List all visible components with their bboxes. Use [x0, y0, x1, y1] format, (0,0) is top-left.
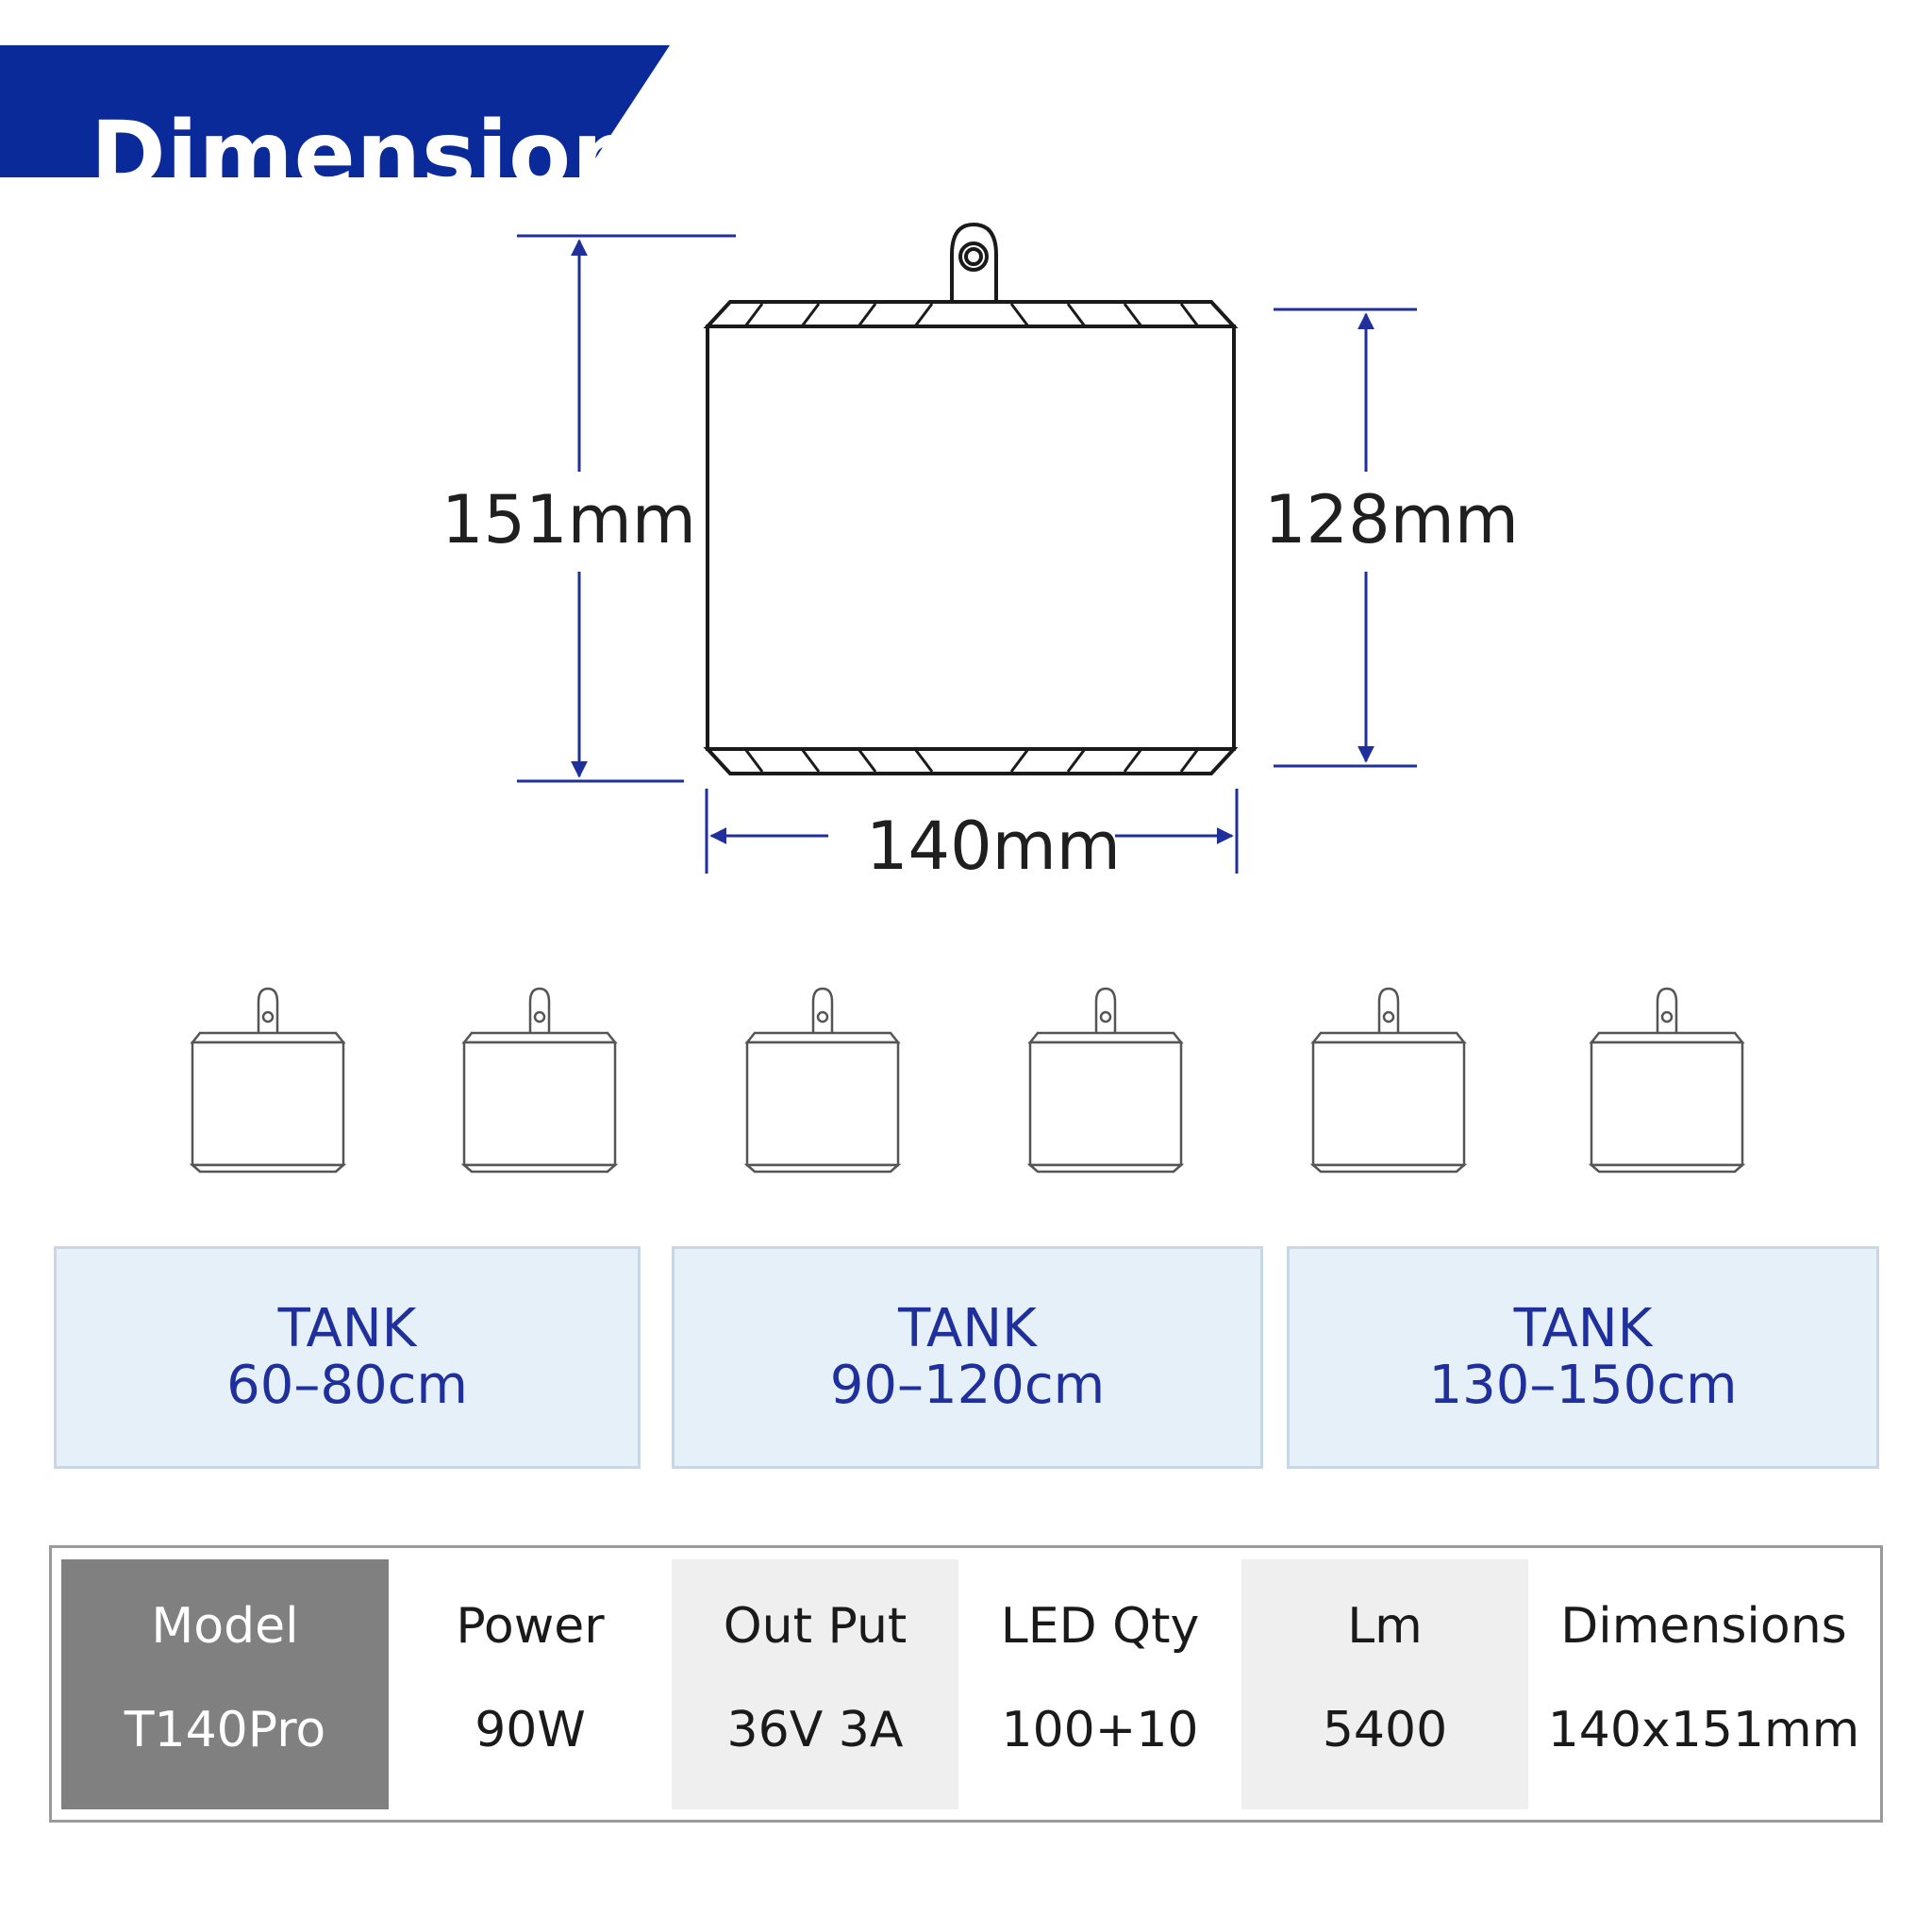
fixture-outline — [703, 222, 1239, 775]
fixture-icon-4 — [1026, 987, 1185, 1174]
spec-header: Dimensions — [1560, 1598, 1847, 1655]
spec-header: Model — [151, 1598, 299, 1655]
height-dimension-label: 151mm — [441, 481, 696, 558]
spec-column-output: Out Put 36V 3A — [672, 1559, 958, 1809]
tank-range: 90–120cm — [829, 1355, 1106, 1416]
spec-value: 36V 3A — [726, 1702, 904, 1758]
fixture-icon-5 — [1309, 987, 1468, 1174]
tank-size-box: TANK 130–150cm — [1287, 1246, 1879, 1469]
tank-range: 130–150cm — [1428, 1355, 1738, 1416]
spec-column-led-qty: LED Qty 100+10 — [958, 1559, 1241, 1809]
title-banner: Dimension — [0, 45, 670, 200]
body-height-dimension-label: 128mm — [1264, 481, 1519, 558]
width-dimension-line — [705, 789, 1239, 874]
spec-column-power: Power 90W — [389, 1559, 672, 1809]
banner-background — [0, 45, 670, 177]
fixture-icons-row — [189, 987, 1746, 1174]
spec-header: LED Qty — [1000, 1598, 1200, 1655]
spec-column-dimensions: Dimensions 140x151mm — [1528, 1559, 1879, 1809]
spec-value: 90W — [475, 1702, 586, 1758]
fixture-icon-6 — [1588, 987, 1746, 1174]
page-title: Dimension — [91, 102, 638, 208]
tank-size-box: TANK 90–120cm — [672, 1246, 1263, 1469]
fixture-icon-3 — [743, 987, 902, 1174]
body-height-dimension-line — [1274, 308, 1417, 768]
spec-value: 140x151mm — [1547, 1702, 1860, 1758]
rim-fins — [743, 303, 1200, 773]
spec-header: Lm — [1347, 1598, 1423, 1655]
spec-header: Power — [456, 1598, 605, 1655]
tank-label: TANK — [277, 1297, 417, 1359]
tank-label: TANK — [1513, 1297, 1653, 1359]
spec-table: Model T140Pro Power 90W Out Put 36V 3A L… — [49, 1545, 1883, 1823]
tank-range: 60–80cm — [226, 1355, 468, 1416]
height-dimension-line — [517, 234, 736, 783]
spec-value: 100+10 — [1001, 1702, 1199, 1758]
spec-column-lumens: Lm 5400 — [1241, 1559, 1528, 1809]
spec-column-model: Model T140Pro — [61, 1559, 389, 1809]
spec-value: 5400 — [1322, 1702, 1448, 1758]
spec-value: T140Pro — [124, 1702, 326, 1758]
width-dimension-label: 140mm — [866, 808, 1121, 885]
tank-label: TANK — [898, 1297, 1037, 1359]
spec-header: Out Put — [723, 1598, 908, 1655]
tank-size-box: TANK 60–80cm — [54, 1246, 641, 1469]
fixture-icon-2 — [460, 987, 619, 1174]
fixture-icon-1 — [189, 987, 347, 1174]
